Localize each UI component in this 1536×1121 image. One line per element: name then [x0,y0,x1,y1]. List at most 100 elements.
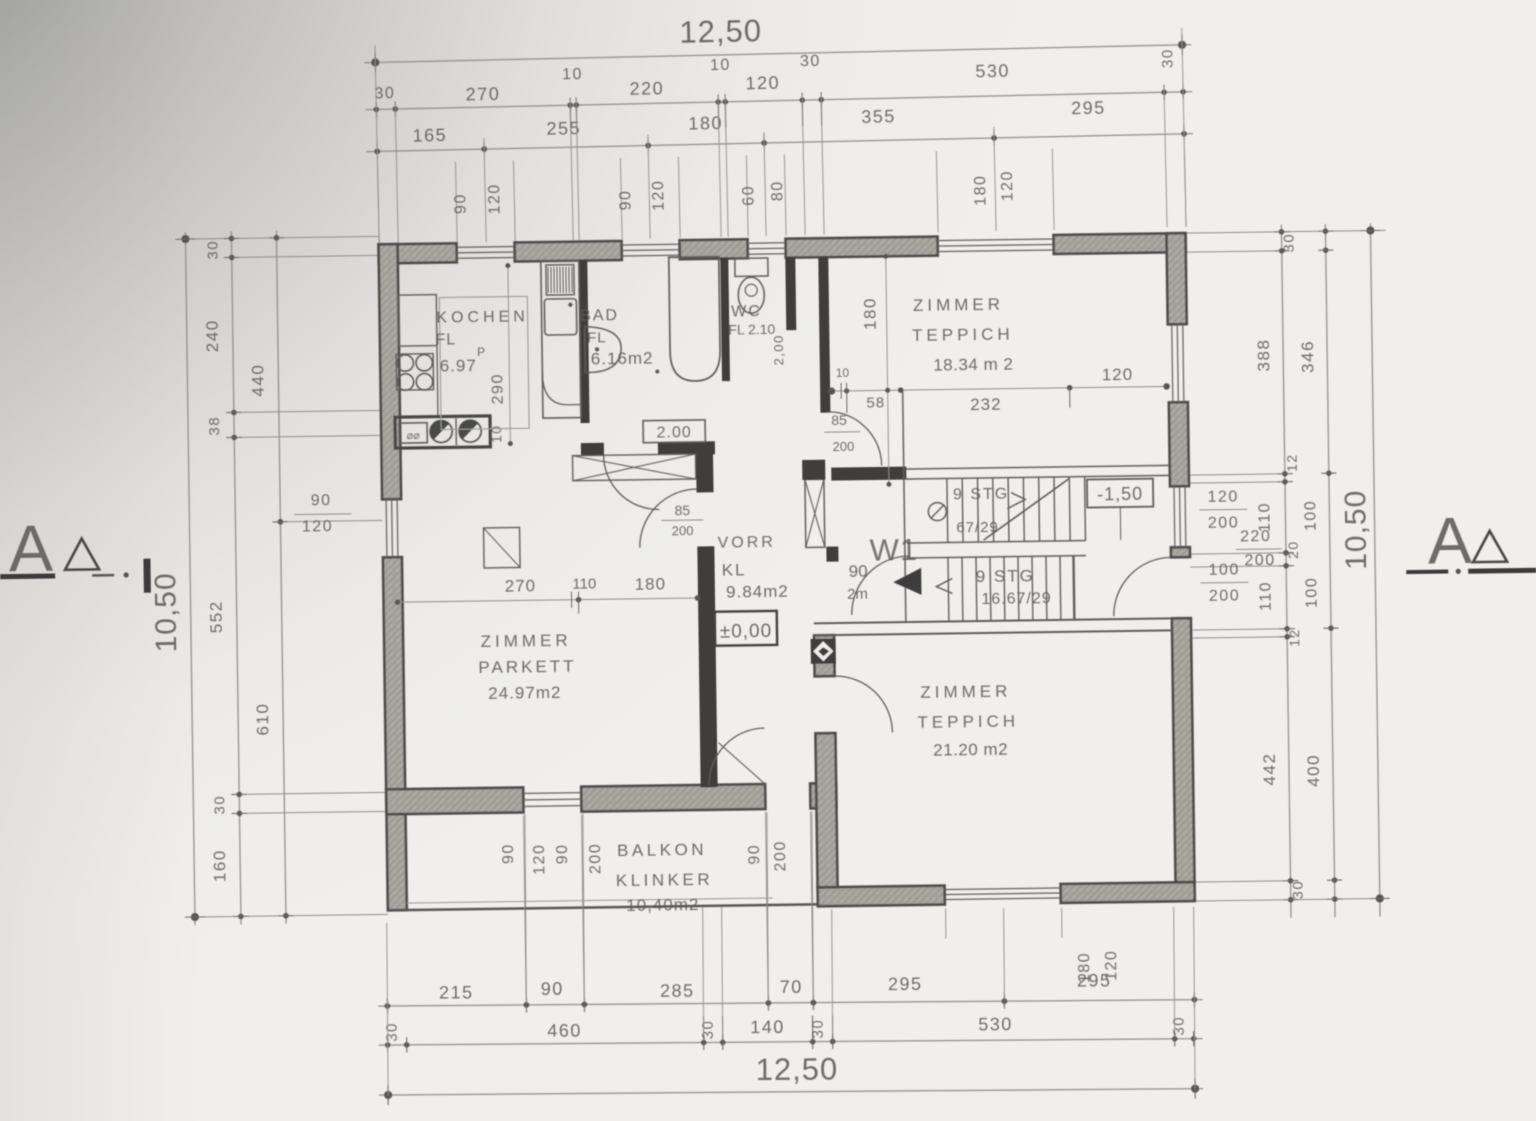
svg-text:2m: 2m [847,586,868,603]
svg-text:18.34 m 2: 18.34 m 2 [933,355,1013,375]
svg-text:85: 85 [831,412,847,428]
svg-text:10: 10 [488,424,504,443]
svg-text:6.16m2: 6.16m2 [591,349,654,369]
svg-text:WC: WC [731,303,762,320]
svg-text:A: A [8,511,53,586]
svg-text:120: 120 [1207,488,1238,505]
svg-text:ZIMMER: ZIMMER [913,295,1004,315]
svg-text:KL: KL [722,560,747,579]
svg-text:90: 90 [554,843,571,864]
svg-text:165: 165 [412,125,447,146]
svg-text:552: 552 [207,600,226,633]
svg-text:10: 10 [836,366,850,380]
svg-text:346: 346 [1298,340,1317,373]
svg-text:180: 180 [972,174,990,206]
svg-text:12,50: 12,50 [756,1051,839,1087]
svg-text:530: 530 [978,1014,1013,1034]
svg-text:ZIMMER: ZIMMER [480,631,571,651]
svg-text:200: 200 [772,840,789,871]
svg-text:90: 90 [311,492,332,509]
svg-text:110: 110 [572,575,596,592]
svg-text:610: 610 [253,703,272,736]
svg-text:30: 30 [384,1022,401,1042]
svg-text:100: 100 [1303,577,1320,608]
svg-text:9.84m2: 9.84m2 [726,582,789,602]
svg-text:200: 200 [1244,552,1275,569]
svg-text:±0,00: ±0,00 [720,621,773,643]
svg-text:285: 285 [660,981,695,1001]
svg-text:232: 232 [970,395,1002,414]
svg-text:120: 120 [650,180,668,212]
svg-text:70: 70 [780,977,803,997]
svg-text:TEPPICH: TEPPICH [912,325,1014,345]
svg-text:180: 180 [1076,952,1093,983]
svg-text:2,00: 2,00 [771,334,786,366]
svg-text:16.67/29: 16.67/29 [981,590,1052,608]
svg-text:120: 120 [302,518,333,535]
svg-text:21.20 m2: 21.20 m2 [933,740,1008,760]
svg-text:38: 38 [206,416,223,436]
svg-text:270: 270 [466,84,501,105]
svg-text:440: 440 [248,364,267,397]
svg-text:85: 85 [674,502,690,518]
svg-text:100: 100 [1302,500,1319,531]
svg-text:355: 355 [861,106,896,127]
svg-text:215: 215 [439,982,474,1002]
svg-text:400: 400 [1304,754,1323,787]
svg-text:140: 140 [750,1017,785,1037]
svg-text:58: 58 [866,394,885,411]
svg-text:30: 30 [1280,233,1297,253]
svg-text:W1: W1 [869,532,918,568]
svg-text:A: A [1427,503,1472,578]
svg-text:442: 442 [1260,752,1279,785]
svg-text:30: 30 [204,240,221,260]
svg-text:90: 90 [500,843,517,864]
svg-text:60: 60 [740,185,757,206]
svg-text:FL: FL [587,329,607,346]
svg-text:TEPPICH: TEPPICH [917,712,1019,732]
svg-text:295: 295 [1077,970,1112,990]
svg-text:388: 388 [1254,338,1273,371]
svg-text:120: 120 [1102,365,1134,384]
svg-text:FL: FL [435,331,456,348]
svg-text:200: 200 [672,523,694,538]
svg-text:10,50: 10,50 [149,572,183,653]
svg-text:160: 160 [210,849,229,882]
svg-text:460: 460 [547,1020,582,1040]
svg-text:30: 30 [1159,48,1176,68]
svg-text:10: 10 [562,66,583,83]
svg-text:P: P [477,345,485,359]
svg-text:2.00: 2.00 [657,424,692,441]
svg-text:24.97m2: 24.97m2 [488,683,561,703]
svg-text:12,50: 12,50 [679,13,762,50]
svg-text:30: 30 [700,1020,717,1040]
svg-text:VORR: VORR [718,534,776,552]
svg-text:295: 295 [888,974,923,994]
svg-text:⌀⌀: ⌀⌀ [407,430,421,442]
svg-text:67/29: 67/29 [956,519,999,537]
svg-text:180: 180 [635,574,667,593]
svg-text:255: 255 [546,118,581,139]
svg-text:6.97: 6.97 [440,356,477,376]
svg-text:220: 220 [1240,528,1271,545]
svg-text:200: 200 [1209,587,1240,604]
svg-text:30: 30 [374,85,395,102]
svg-text:10,50: 10,50 [1339,490,1373,571]
svg-text:180: 180 [688,113,723,134]
svg-text:295: 295 [1071,98,1106,119]
svg-text:ZIMMER: ZIMMER [920,682,1011,702]
svg-text:120: 120 [1103,950,1120,981]
svg-text:30: 30 [810,1019,827,1039]
svg-text:100: 100 [1208,561,1239,578]
svg-text:110: 110 [1256,502,1273,532]
svg-text:80: 80 [769,180,786,201]
svg-text:90: 90 [452,193,469,214]
svg-text:90: 90 [849,562,868,581]
svg-text:12: 12 [1286,628,1302,647]
svg-text:120: 120 [531,843,548,874]
svg-text:FL 2.10: FL 2.10 [728,321,775,338]
svg-text:20: 20 [1285,540,1301,559]
svg-text:KOCHEN: KOCHEN [436,308,529,326]
svg-text:180: 180 [860,297,879,330]
svg-text:PARKETT: PARKETT [478,657,576,677]
